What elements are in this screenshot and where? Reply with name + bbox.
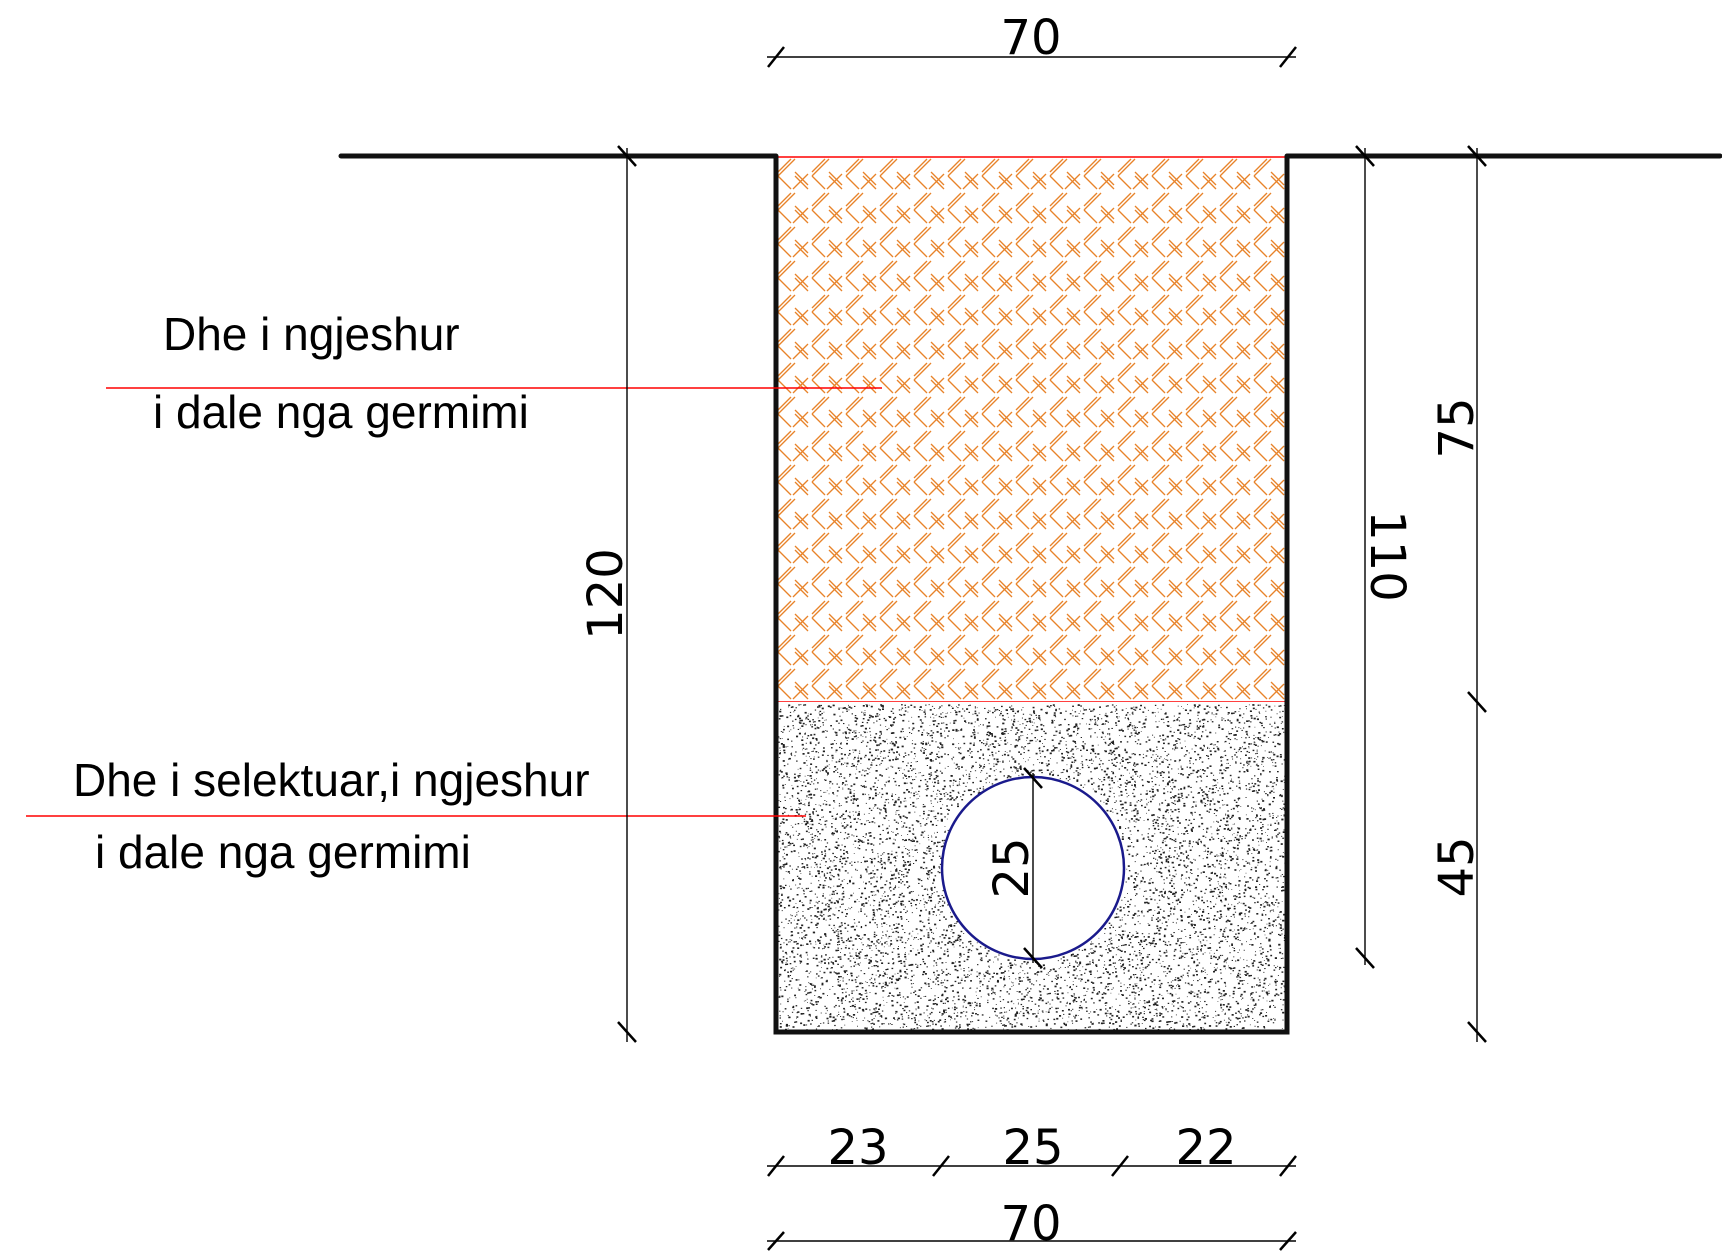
lower-fill-label-line2: i dale nga germimi — [95, 826, 471, 878]
bottom-width-dimension: 70 — [767, 1196, 1297, 1251]
lower-fill-label-line1: Dhe i selektuar,i ngjeshur — [73, 754, 590, 806]
trench-outline — [773, 156, 1290, 1035]
bottom-segments-dimension: 23 25 22 — [767, 1120, 1297, 1177]
upper-layer-value: 75 — [1429, 397, 1485, 458]
pipe-diameter-dimension: 25 — [984, 767, 1043, 969]
bottom-width-value: 70 — [1000, 1196, 1061, 1251]
segment-right-value: 22 — [1175, 1120, 1236, 1176]
sand-speckle-pattern — [778, 704, 1287, 1032]
segment-middle-value: 25 — [1002, 1120, 1063, 1176]
upper-fill-label-line1: Dhe i ngjeshur — [163, 308, 460, 360]
left-depth-value: 120 — [578, 548, 634, 640]
pipe-diameter-value: 25 — [984, 837, 1040, 898]
upper-fill-label-line2: i dale nga germimi — [153, 386, 529, 438]
right-depth-dimension: 110 — [1355, 145, 1415, 969]
top-width-value: 70 — [1000, 10, 1061, 66]
upper-backfill-layer — [776, 157, 1287, 702]
lower-layer-value: 45 — [1429, 836, 1485, 897]
segment-left-value: 23 — [827, 1120, 888, 1176]
top-width-dimension: 70 — [767, 10, 1297, 68]
layer-thickness-dimension: 75 45 — [1429, 145, 1487, 1043]
left-depth-dimension: 120 — [578, 145, 637, 1043]
right-depth-value: 110 — [1359, 510, 1415, 602]
